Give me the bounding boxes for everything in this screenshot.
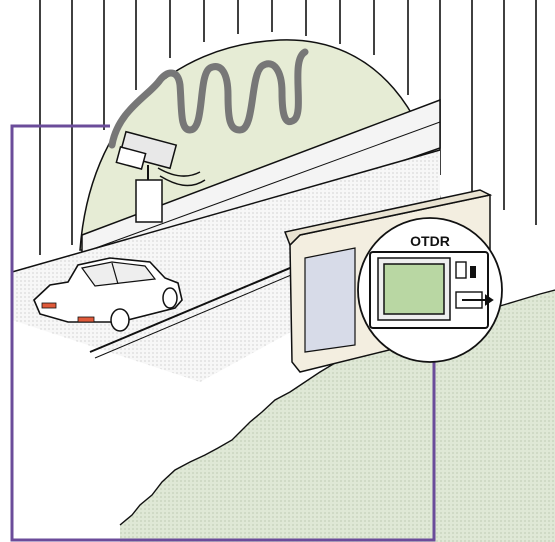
otdr-label: OTDR	[410, 233, 450, 249]
otdr-screen	[383, 263, 445, 315]
otdr-magnifier: OTDR	[357, 217, 503, 363]
otdr-button-1	[455, 261, 467, 279]
car-tail-light-2	[77, 316, 95, 323]
otdr-button-2	[470, 266, 476, 278]
car	[33, 257, 183, 332]
car-window	[80, 261, 157, 287]
car-wheel-front	[162, 287, 178, 309]
otdr-connector-plug	[462, 294, 494, 306]
measurement-frame	[10, 124, 436, 542]
car-tail-light	[41, 302, 57, 309]
roadside-sensor	[115, 130, 206, 223]
car-wheel-rear	[110, 308, 130, 332]
road-edge-line	[11, 149, 441, 273]
fiber-cable	[108, 48, 309, 149]
